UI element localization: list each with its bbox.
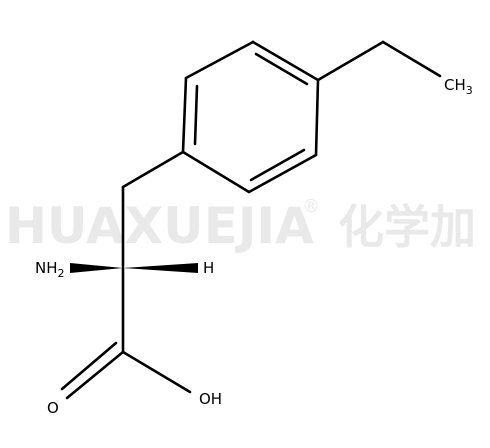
carbonyl-bond-outer <box>65 350 125 400</box>
carboxyl-group: O OH <box>47 266 222 417</box>
watermark-registered-mark: ® <box>302 196 320 217</box>
carbonyl-bond-inner <box>60 341 118 391</box>
h-label: H <box>203 259 214 277</box>
oh-label: OH <box>199 390 222 408</box>
ring-bond-3 <box>314 78 320 157</box>
ch3-label: CH3 <box>444 76 473 97</box>
ring-bond-6 <box>181 76 188 154</box>
benzene-ring <box>181 40 320 194</box>
ethyl-bond-2 <box>381 40 442 78</box>
ring-bond-5 <box>181 150 251 194</box>
ring-double-bond-inner-3 <box>193 84 199 146</box>
hydroxyl-bond <box>121 350 192 394</box>
watermark-chinese: 化学加 <box>338 200 476 254</box>
nh2-label: NH2 <box>35 259 65 280</box>
watermark-brand: HUAXUEJIA <box>5 197 314 255</box>
ethyl-group: CH3 <box>316 40 473 97</box>
benzyl-bond-1 <box>121 150 185 189</box>
ring-bond-2 <box>251 40 320 82</box>
ring-bond-1 <box>184 40 255 80</box>
wedge-bond-h <box>123 263 198 273</box>
watermark: HUAXUEJIA ® 化学加 <box>5 196 476 255</box>
ethyl-bond-1 <box>316 40 385 82</box>
wedge-bond-nh2 <box>70 263 123 273</box>
ring-bond-4 <box>247 153 318 194</box>
ring-double-bond-inner-2 <box>249 148 306 182</box>
o-label: O <box>47 399 59 417</box>
ring-double-bond-inner-1 <box>254 52 309 86</box>
stereo-wedges <box>70 263 198 273</box>
